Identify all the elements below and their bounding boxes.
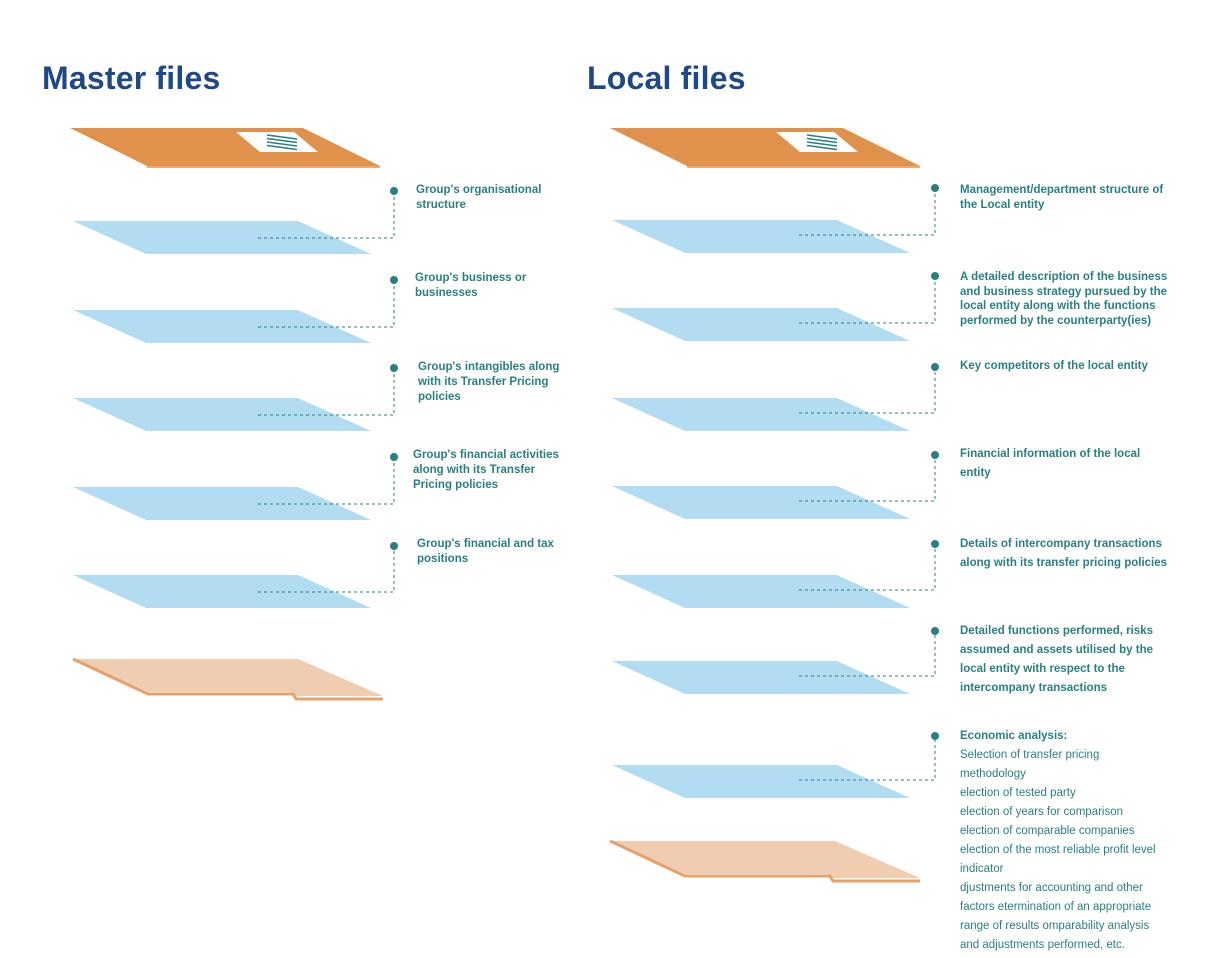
label-line: Management/department structure of <box>960 184 1164 196</box>
economic-analysis-detail: Selection of transfer pricing <box>960 749 1100 761</box>
label-line: A detailed description of the business <box>960 271 1168 283</box>
label-line: along with its Transfer <box>413 463 536 476</box>
local-sheet <box>612 575 910 608</box>
label-line: Detailed functions performed, risks <box>960 625 1153 637</box>
label-line: and business strategy pursued by the <box>960 285 1168 298</box>
label-line: performed by the counterparty(ies) <box>960 314 1152 327</box>
file-stripe-line <box>266 134 298 140</box>
master-sheet <box>73 221 371 254</box>
local-files-title: Local files <box>587 60 746 96</box>
master-base-folder-edge <box>72 657 383 701</box>
local-base-folder <box>610 841 920 878</box>
local-sheet <box>612 220 910 253</box>
master-files-title: Master files <box>42 60 221 96</box>
local-connector-dot <box>931 627 939 635</box>
label-line: assumed and assets utilised by the <box>960 644 1154 656</box>
local-cover-folder <box>610 128 920 166</box>
master-item-label-4: Group's financial activities along with … <box>413 448 559 492</box>
master-base-folder <box>73 659 383 696</box>
economic-analysis-detail: election of the most reliable profit lev… <box>960 844 1156 856</box>
master-item-label-5: Group's financial and tax positions <box>417 537 554 567</box>
local-base-folder-edge <box>609 839 920 883</box>
master-sheet <box>73 310 371 343</box>
label-line: Group's financial and tax <box>417 538 554 550</box>
economic-analysis-detail: factors etermination of an appropriate <box>960 901 1152 913</box>
file-stripe-line <box>266 137 298 144</box>
local-sheet <box>612 398 910 431</box>
local-cover-folder-tab <box>776 132 858 152</box>
label-line: intercompany transactions <box>960 682 1107 694</box>
master-cover-folder <box>70 128 380 166</box>
label-line: Details of intercompany transactions <box>960 538 1162 550</box>
economic-analysis-detail: election of comparable companies <box>960 825 1135 837</box>
label-line: businesses <box>415 286 478 299</box>
master-sheet <box>73 398 371 431</box>
file-stripe-line <box>806 134 838 140</box>
local-item-label-2: A detailed description of the business a… <box>960 270 1167 328</box>
local-connector-dot <box>931 184 939 192</box>
economic-analysis-detail: djustments for accounting and other <box>960 882 1143 894</box>
label-line: the Local entity <box>960 198 1045 211</box>
local-sheet <box>612 661 910 694</box>
label-line: Group's intangibles along <box>418 361 560 373</box>
economic-analysis-heading: Economic analysis: <box>960 730 1068 742</box>
economic-analysis-detail: range of results omparability analysis <box>960 920 1150 932</box>
economic-analysis-detail: indicator <box>960 863 1004 875</box>
master-connector-dot <box>390 187 398 195</box>
label-line: structure <box>416 198 466 211</box>
label-line: along with its transfer pricing policies <box>960 557 1168 569</box>
label-line: Financial information of the local <box>960 448 1141 460</box>
local-item-label-1: Management/department structure of the L… <box>960 183 1163 212</box>
master-sheet <box>73 575 371 608</box>
master-sheet <box>73 487 371 520</box>
file-stripe-line <box>806 137 838 144</box>
local-item-label-4: Financial information of the local entit… <box>960 445 1140 483</box>
file-stripe-line <box>806 144 838 151</box>
local-connector-dot <box>931 363 939 371</box>
economic-analysis-detail: election of years for comparison <box>960 806 1123 818</box>
label-line: with its Transfer Pricing <box>418 375 549 388</box>
master-item-label-2: Group's business or businesses <box>415 271 526 301</box>
label-line: local entity with respect to the <box>960 663 1125 675</box>
label-line: policies <box>418 390 461 403</box>
local-sheet <box>612 765 910 798</box>
label-line: Pricing policies <box>413 478 498 491</box>
label-line: Group's financial activities <box>413 449 559 461</box>
local-connector-dot <box>931 451 939 459</box>
local-item-label-3: Key competitors of the local entity <box>960 359 1148 374</box>
label-line: Group's organisational <box>416 184 542 196</box>
master-connector-dot <box>390 542 398 550</box>
economic-analysis-detail: election of tested party <box>960 787 1076 799</box>
label-line: Group's business or <box>415 272 527 284</box>
local-connector-dot <box>931 732 939 740</box>
economic-analysis-detail: and adjustments performed, etc. <box>960 939 1125 951</box>
master-connector-dot <box>390 453 398 461</box>
label-line: positions <box>417 552 469 565</box>
local-sheet <box>612 486 910 519</box>
file-stripe-line <box>266 144 298 151</box>
local-connector-dot <box>931 540 939 548</box>
local-item-label-6: Detailed functions performed, risks assu… <box>960 622 1153 698</box>
label-line: local entity along with the functions <box>960 300 1156 313</box>
label-line: entity <box>960 467 991 479</box>
local-connector-dot <box>931 272 939 280</box>
label-line: Key competitors of the local entity <box>960 360 1148 372</box>
economic-analysis-detail: methodology <box>960 768 1026 780</box>
file-stripe-line <box>266 141 298 147</box>
master-connector-dot <box>390 276 398 284</box>
master-item-label-1: Group's organisational structure <box>416 183 541 213</box>
local-sheet <box>612 308 910 341</box>
master-cover-folder-tab <box>236 132 318 152</box>
master-item-label-3: Group's intangibles along with its Trans… <box>418 360 559 404</box>
file-stripe-line <box>806 141 838 147</box>
local-item-label-5: Details of intercompany transactions alo… <box>960 535 1167 573</box>
master-connector-dot <box>390 364 398 372</box>
local-item-label-7: Economic analysis: Selection of transfer… <box>960 727 1156 955</box>
